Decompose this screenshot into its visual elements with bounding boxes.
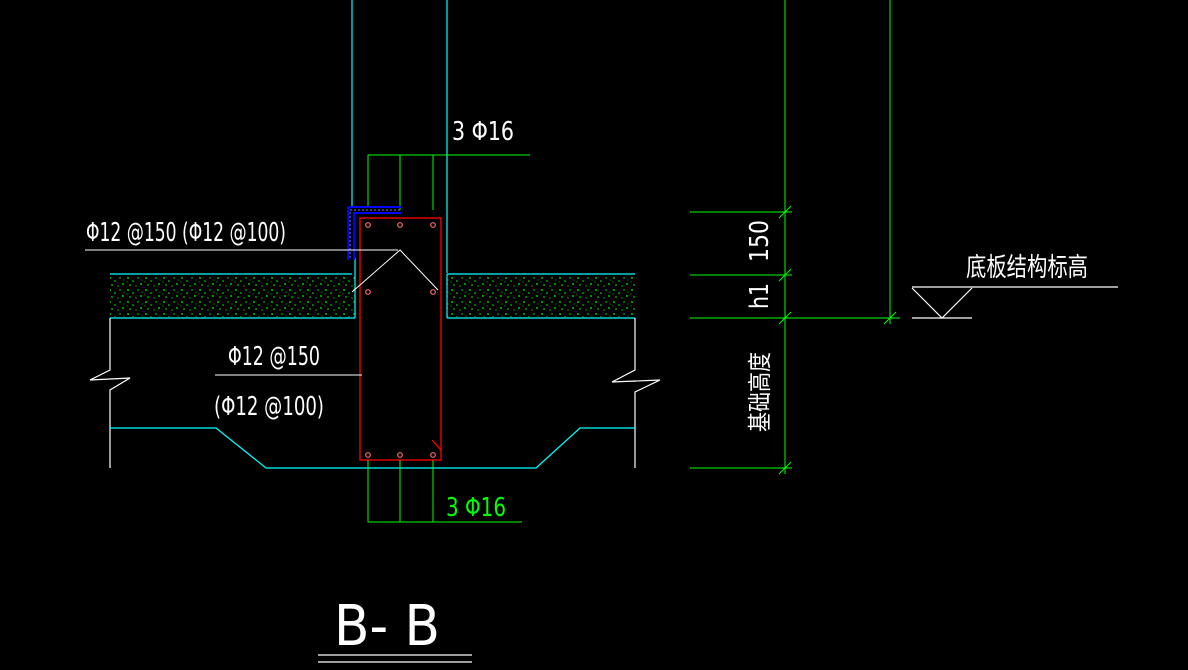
dimension-chain xyxy=(690,0,900,475)
dim-h1-label: h1 xyxy=(745,283,775,309)
stirrup-label-1: Φ12 @150 xyxy=(228,342,320,372)
rebar-dots xyxy=(365,222,436,458)
foundation-outline xyxy=(89,318,661,468)
slab-layer xyxy=(110,258,635,319)
top-rebar-label: 3 Φ16 xyxy=(452,117,514,147)
slab-rebar-lines xyxy=(85,249,439,376)
slab-rebar-label: Φ12 @150 (Φ12 @100) xyxy=(86,218,286,248)
bottom-rebar-label: 3 Φ16 xyxy=(446,493,506,523)
elevation-symbol xyxy=(911,286,1118,319)
waterproof-corner xyxy=(347,206,401,260)
section-title: B- B xyxy=(334,594,440,659)
rebar-cage xyxy=(359,217,442,461)
wall-lines xyxy=(351,0,448,273)
dim-foundation-height-label: 基础高度 xyxy=(746,352,774,432)
elevation-label: 底板结构标高 xyxy=(966,253,1088,283)
stirrup-label-2: (Φ12 @100) xyxy=(214,392,324,422)
foundation-bottom-lines xyxy=(110,427,635,469)
dim-150-label: 150 xyxy=(745,220,775,262)
section-guides xyxy=(367,154,530,523)
title-underline xyxy=(318,654,472,663)
